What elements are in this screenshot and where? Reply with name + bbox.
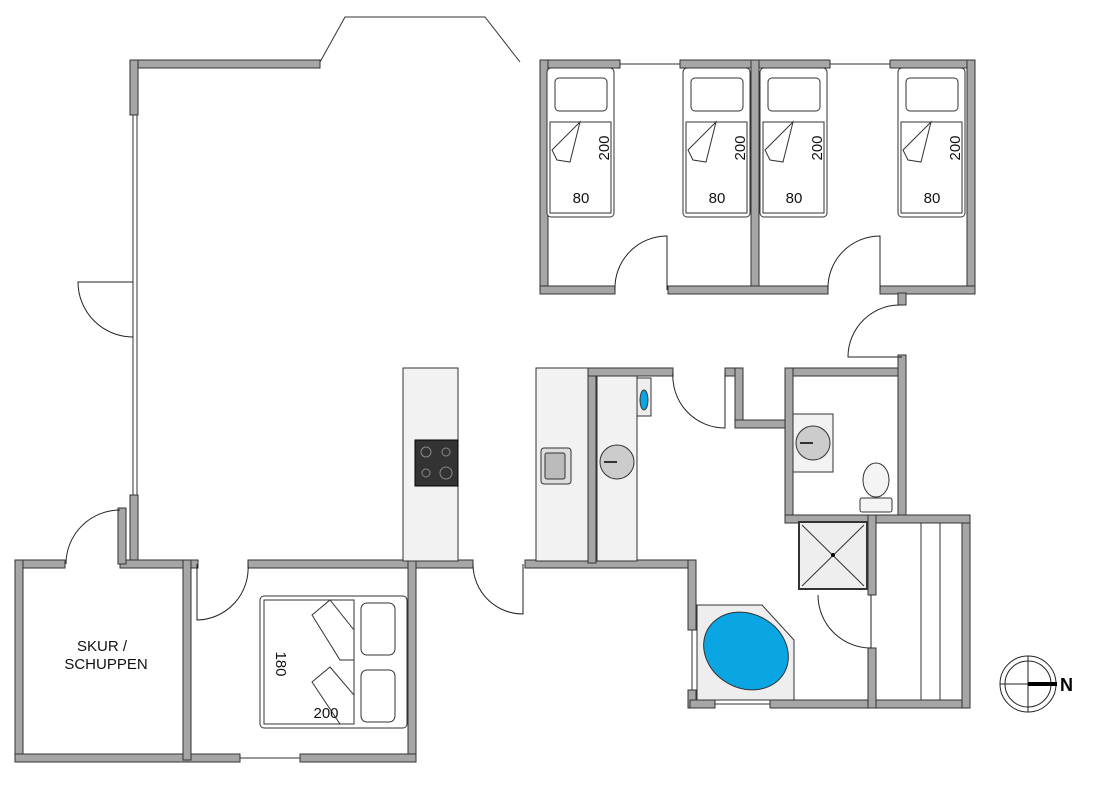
double-bed: 180 200 — [259, 595, 408, 729]
double-bed-width: 180 — [272, 651, 289, 676]
stove-icon — [414, 439, 459, 487]
single-bed: 200 80 — [682, 67, 751, 218]
toilet-icon — [859, 462, 893, 513]
windows — [132, 16, 890, 759]
compass-north-label: N — [1060, 675, 1073, 695]
double-bed-length: 200 — [313, 705, 338, 722]
shed-label-line2: SCHUPPEN — [64, 656, 147, 673]
compass-icon: N — [999, 655, 1073, 713]
bed-width: 80 — [924, 190, 941, 207]
single-bed: 200 80 — [759, 67, 828, 218]
bed-width: 80 — [786, 190, 803, 207]
bed-width: 80 — [709, 190, 726, 207]
bathtub-icon — [696, 604, 795, 701]
single-bed: 200 80 — [546, 67, 615, 218]
walls — [14, 59, 976, 763]
shower-icon — [798, 521, 868, 590]
bed-length: 200 — [732, 135, 749, 160]
shed-label-line1: SKUR / — [77, 638, 128, 655]
washbasin-icon — [599, 444, 635, 480]
washbasin-icon — [795, 425, 831, 461]
bed-length: 200 — [596, 135, 613, 160]
single-bed: 200 80 — [897, 67, 966, 218]
doors — [65, 235, 903, 649]
bed-length: 200 — [947, 135, 964, 160]
sauna-benches — [920, 523, 941, 700]
washing-machine-icon — [636, 377, 652, 417]
bed-width: 80 — [573, 190, 590, 207]
bed-length: 200 — [809, 135, 826, 160]
kitchen-sink-icon — [540, 447, 572, 485]
